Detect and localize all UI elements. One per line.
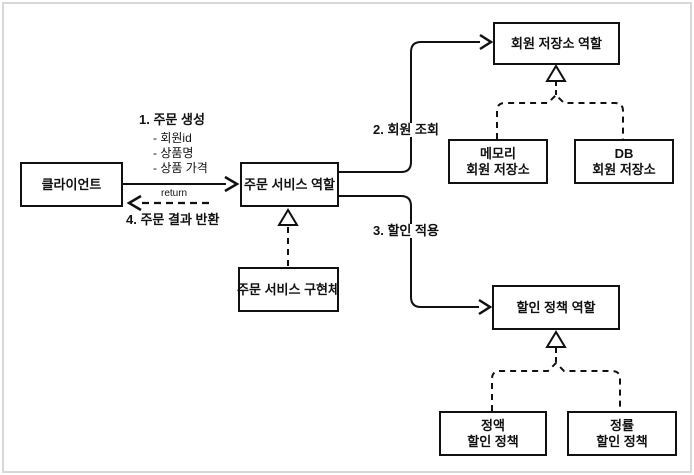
node-client: 클라이언트: [20, 162, 123, 207]
node-fixed-discount-policy: 정액 할인 정책: [439, 411, 547, 456]
arrow-member-lookup-head: [479, 33, 494, 51]
node-client-label: 클라이언트: [41, 176, 102, 192]
realization-member-rails: [496, 93, 624, 139]
arrow-discount-apply-head: [478, 298, 493, 316]
realization-discount-rails: [491, 361, 621, 411]
label-step2-member-lookup: 2. 회원 조회: [371, 122, 441, 137]
realization-order-impl-triangle: [277, 208, 299, 226]
label-step1-create-order: 1. 주문 생성: [139, 112, 205, 127]
node-rate-discount-policy-line2: 할인 정책: [596, 433, 648, 449]
node-discount-policy-role-label: 할인 정책 역할: [516, 299, 596, 315]
label-step3-discount-apply: 3. 할인 적용: [371, 223, 441, 238]
node-rate-discount-policy-line1: 정률: [610, 417, 634, 433]
label-step1-param-item-price: - 상품 가격: [153, 161, 208, 175]
arrow-order-create-head: [224, 175, 240, 193]
node-memory-member-repo-line1: 메모리: [480, 145, 516, 161]
label-return: return: [161, 188, 188, 199]
node-order-service-role-label: 주문 서비스 역할: [244, 176, 335, 192]
node-rate-discount-policy: 정률 할인 정책: [567, 411, 677, 456]
label-step4-order-result: 4. 주문 결과 반환: [126, 212, 220, 227]
arrow-member-lookup-line: [339, 41, 480, 173]
node-member-repo-role-label: 회원 저장소 역할: [511, 35, 602, 51]
label-step1-param-member-id: - 회원id: [153, 131, 192, 145]
node-memory-member-repo-line2: 회원 저장소: [466, 161, 530, 177]
realization-discount-triangle: [545, 330, 567, 348]
node-db-member-repo-line2: 회원 저장소: [592, 161, 656, 177]
arrow-return-head: [126, 194, 142, 212]
node-discount-policy-role: 할인 정책 역할: [492, 285, 620, 330]
node-order-service-impl-label: 주문 서비스 구현체: [237, 281, 340, 297]
label-step1-param-item-name: - 상품명: [153, 146, 194, 160]
node-member-repo-role: 회원 저장소 역할: [493, 22, 620, 65]
node-db-member-repo-line1: DB: [614, 145, 634, 161]
node-memory-member-repo: 메모리 회원 저장소: [448, 139, 548, 184]
realization-member-triangle: [545, 64, 567, 82]
node-db-member-repo: DB 회원 저장소: [574, 139, 674, 184]
node-order-service-role: 주문 서비스 역할: [240, 162, 339, 207]
label-step1-parameters: - 회원id - 상품명 - 상품 가격: [153, 131, 208, 176]
node-fixed-discount-policy-line2: 할인 정책: [467, 433, 519, 449]
node-order-service-impl: 주문 서비스 구현체: [237, 267, 340, 312]
arrow-discount-apply-line: [339, 195, 479, 308]
node-fixed-discount-policy-line1: 정액: [481, 417, 505, 433]
